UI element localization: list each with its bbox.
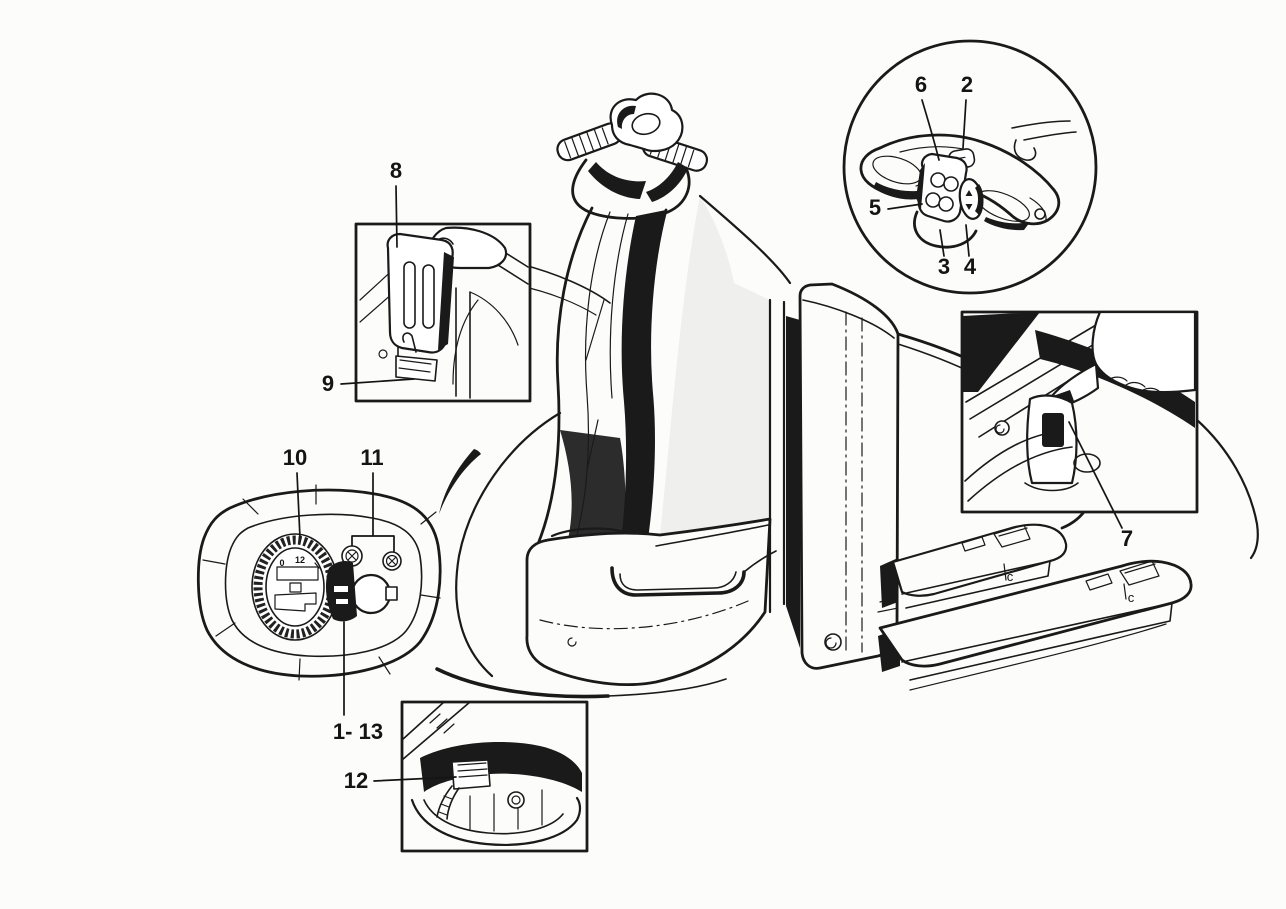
inset-control-panel: 0 12 10 11 1- 13 (196, 445, 442, 744)
callout-12: 12 (344, 768, 368, 793)
callout-1-13: 1- 13 (333, 719, 383, 744)
front-cover (525, 517, 777, 686)
control-panel-ticks (202, 484, 441, 681)
forks: c c (877, 523, 1193, 691)
inset-mast-grip: 8 9 (322, 158, 532, 403)
inset-battery-connector: 12 (344, 700, 589, 853)
inset-battery-connector-art (401, 701, 582, 846)
callout-4-leader (965, 224, 970, 257)
callout-10: 10 (283, 445, 307, 470)
callout-8: 8 (390, 158, 402, 183)
callout-5: 5 (869, 195, 881, 220)
inset-tiller-head: 6 2 5 3 4 (842, 39, 1098, 295)
rear-pillar (660, 196, 800, 648)
callout-7-leader (1068, 421, 1123, 529)
fork-lower: c (878, 559, 1193, 691)
inset-cover-release: 7 (960, 310, 1199, 551)
inset-mast-grip-art (359, 226, 529, 399)
callout-6-leader (921, 99, 940, 161)
gauge-scale-twelve: 12 (295, 555, 305, 565)
callout-8-leader (395, 185, 398, 248)
tiller-handlebar (556, 92, 709, 220)
fork-upper: c (891, 523, 1068, 609)
key-switch (325, 560, 398, 622)
callout-3-leader (939, 229, 945, 257)
battery-compartment (798, 282, 900, 670)
callout-3: 3 (938, 254, 950, 279)
callout-2: 2 (961, 72, 973, 97)
callout-11-leader (351, 472, 395, 552)
callout-12-leader (373, 776, 457, 782)
callout-5-leader (887, 203, 923, 210)
control-panel-inner-line (224, 513, 423, 658)
callout-6: 6 (915, 72, 927, 97)
callout-7: 7 (1121, 526, 1133, 551)
inset-cover-release-art (962, 310, 1197, 502)
callout-4: 4 (964, 254, 977, 279)
callout-2-leader (962, 99, 967, 149)
callout-9-leader (340, 378, 415, 385)
callout-9: 9 (322, 371, 334, 396)
callout-10-leader (296, 472, 301, 539)
tiller-arm (536, 206, 668, 560)
inset-tiller-head-art (859, 120, 1077, 249)
callout-11: 11 (360, 445, 383, 470)
battery-discharge-gauge: 0 12 (251, 533, 339, 641)
gauge-scale-zero: 0 (279, 558, 284, 568)
fork-upper-mark: c (1007, 569, 1014, 584)
fork-lower-mark: c (1128, 590, 1135, 605)
main-illustration: c c (435, 92, 1259, 699)
